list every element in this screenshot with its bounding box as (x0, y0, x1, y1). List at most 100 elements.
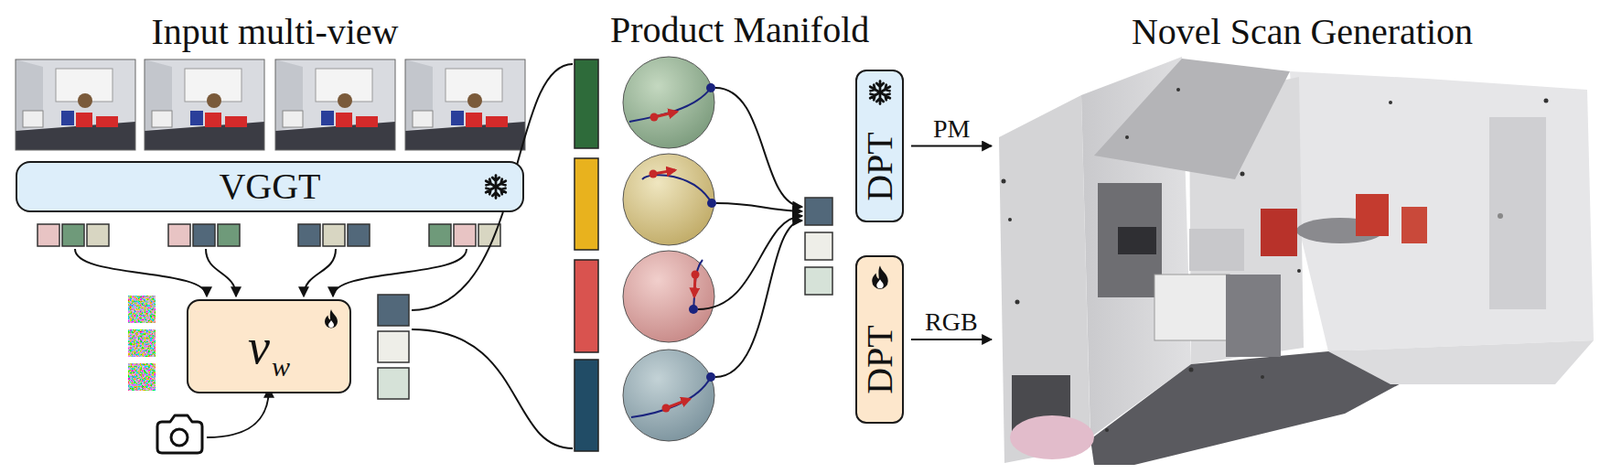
manifold-spheres-part-part (631, 376, 711, 418)
point-cloud-part (1094, 58, 1290, 180)
manifold-bar-part (574, 359, 599, 452)
output-tokens-part (377, 294, 409, 326)
manifold-spheres-part (653, 111, 696, 409)
output-arrow (911, 338, 992, 341)
vggt-tokens-part (347, 224, 370, 247)
vggt-tokens-part (193, 224, 215, 247)
point-cloud-part (1117, 226, 1157, 255)
status-icon (320, 308, 343, 331)
manifold-bar-part (574, 59, 599, 149)
status-icon-part (324, 309, 338, 329)
camera-arrow (206, 387, 269, 438)
manifold-spheres-part (649, 113, 700, 413)
status-icon-part (868, 84, 892, 102)
point-cloud (998, 56, 1594, 465)
vggt-tokens-part (86, 224, 109, 247)
token-arrows-part (205, 248, 237, 297)
status-icon-part (868, 81, 892, 105)
camera-icon-part (157, 415, 203, 453)
point-cloud-part-part (1105, 428, 1109, 432)
status-icon-part (866, 78, 894, 107)
head-label: DPT (861, 131, 899, 202)
point-cloud-part (1189, 228, 1245, 271)
status-icon-part (871, 265, 889, 290)
point-cloud-part-part (1388, 100, 1393, 105)
input-images-part (275, 59, 396, 151)
point-cloud-part (998, 95, 1091, 463)
status-icon-part (483, 175, 507, 199)
manifold-spheres-part-part (706, 372, 716, 382)
panel-heading: Novel Scan Generation (995, 10, 1600, 54)
point-cloud-part-part (1189, 367, 1194, 373)
head-label: DPT (861, 324, 899, 395)
status-icon-part (866, 264, 894, 292)
vggt-tokens (37, 224, 501, 247)
manifold-spheres-part-part (706, 83, 716, 93)
point-cloud-part (1001, 87, 1549, 432)
flow-network-box: vw (186, 299, 352, 394)
manifold-spheres (622, 56, 717, 441)
scan-panel: Novel Scan Generation (995, 3, 1600, 467)
merge-arrows-part (697, 215, 803, 310)
input-images-part (275, 59, 396, 151)
output-tokens (377, 294, 409, 399)
status-icon (866, 78, 894, 107)
output-arrow (911, 145, 992, 148)
status-icon (482, 172, 510, 201)
input-images (15, 59, 526, 151)
point-cloud-part (1489, 117, 1547, 310)
point-cloud-part-part (1176, 87, 1181, 92)
manifold-spheres-part-part (662, 404, 671, 413)
noise-samples-part (128, 295, 156, 323)
manifold-spheres-part-part (650, 113, 659, 122)
manifold-spheres-part (622, 153, 715, 246)
encoder-box: VGGT (15, 161, 525, 213)
vggt-tokens-part (37, 224, 60, 247)
point-cloud-part (1401, 206, 1428, 244)
status-icon-part (328, 320, 334, 328)
frozen-head-box: DPT (855, 69, 904, 223)
noise-samples-part (128, 363, 156, 391)
manifold-spheres-part (688, 83, 717, 382)
bracket-curves-part (411, 329, 573, 449)
point-cloud-part (1225, 274, 1281, 357)
point-cloud-part-part (1015, 300, 1021, 305)
manifold-bar-part (574, 259, 599, 353)
noise-samples-part (128, 329, 156, 357)
status-icon-part (483, 178, 507, 196)
vggt-tokens-part (298, 224, 321, 247)
subscript: w (271, 351, 290, 382)
status-icon-part (482, 172, 510, 201)
point-cloud-part (1355, 193, 1389, 237)
merge-arrows-part (716, 203, 803, 212)
merge-arrows (697, 87, 803, 377)
manifold-bar-part (574, 158, 599, 250)
vggt-tokens-part (62, 224, 85, 247)
merge-arrows-part (715, 220, 803, 377)
manifold-bar (574, 59, 599, 452)
input-images-part (144, 59, 265, 151)
token-arrows (75, 248, 467, 297)
image-panel: Input multi-view (15, 3, 535, 151)
vggt-tokens-part (217, 224, 240, 247)
manifold-spheres-part (629, 87, 712, 418)
vggt-tokens-part (322, 224, 345, 247)
input-images-part (405, 59, 526, 151)
point-cloud-part (1260, 208, 1298, 257)
manifold-spheres-part-part (707, 198, 717, 208)
point-cloud-part (1289, 71, 1594, 352)
box-label: VGGT (218, 166, 321, 207)
manifold-spheres-part-part (649, 170, 658, 179)
point-cloud-part-part (1297, 268, 1301, 273)
status-icon-part (320, 308, 343, 331)
edge-label: RGB (923, 307, 980, 337)
status-icon-part (483, 178, 507, 196)
point-cloud-part-part (1125, 135, 1129, 140)
manifold-spheres-part-part (691, 270, 700, 280)
point-cloud-part-part (1240, 171, 1246, 177)
trainable-head-box: DPT (855, 255, 904, 424)
point-cloud-part-part (1544, 98, 1549, 104)
symbol: v (247, 319, 270, 375)
